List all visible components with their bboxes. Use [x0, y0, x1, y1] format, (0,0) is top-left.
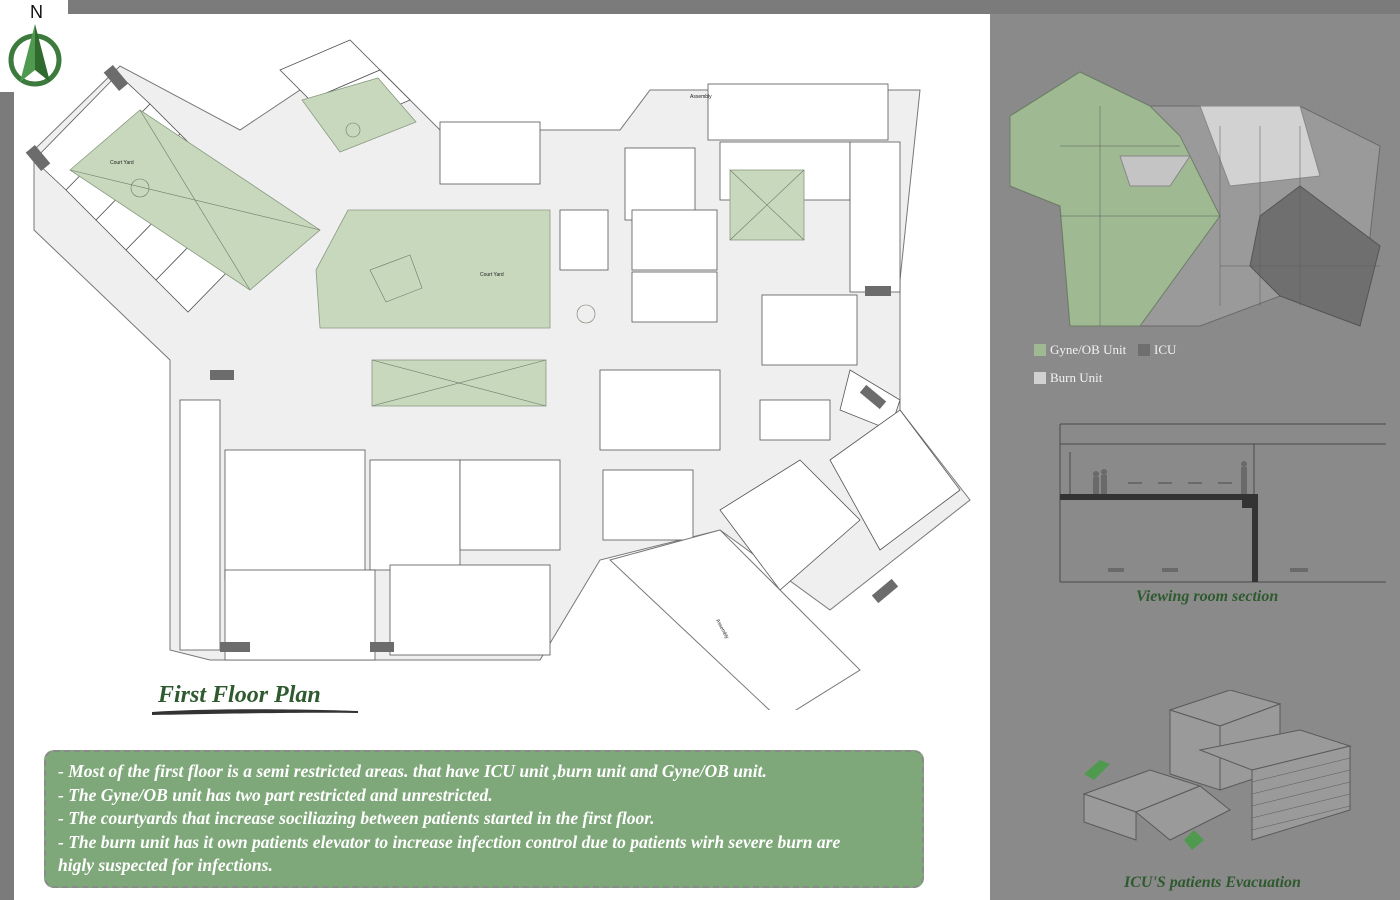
legend-swatch [1138, 344, 1150, 356]
left-border [0, 0, 14, 900]
section-caption: Viewing room section [1136, 588, 1279, 605]
legend-label: Gyne/OB Unit [1050, 342, 1127, 357]
title-underline [152, 709, 358, 715]
icu-evacuation-3d [1082, 690, 1352, 850]
note-line: - Most of the first floor is a semi rest… [58, 761, 767, 781]
north-arrow-icon [8, 24, 62, 87]
north-label: N [30, 2, 43, 22]
first-floor-plan: Assembly Court Yard Court Yard Assembly [25, 39, 971, 710]
unit-key-plan [1009, 71, 1381, 327]
note-line: - The courtyards that increase sociliazi… [58, 808, 655, 829]
assembly-top-label: Assembly [690, 94, 712, 100]
compass-panel: N [0, 0, 68, 92]
legend-swatch [1034, 344, 1046, 356]
evacuation-caption: ICU'S patients Evacuation [1124, 874, 1301, 891]
note-line: - The burn unit has it own patients elev… [58, 831, 841, 852]
legend-label: Burn Unit [1050, 370, 1103, 385]
legend-item-gyne-ob: Gyne/OB Unit [1034, 342, 1126, 358]
legend-item-burn-unit: Burn Unit [1034, 370, 1102, 386]
legend-item-icu: ICU [1138, 342, 1176, 358]
top-border [0, 0, 1400, 14]
legend-label: ICU [1154, 342, 1177, 357]
legend-swatch [1034, 372, 1046, 384]
court-yard-left-label: Court Yard [110, 160, 134, 166]
notes-box: - Most of the first floor is a semi rest… [44, 750, 924, 888]
court-yard-center-label: Court Yard [480, 272, 504, 278]
note-line: higly suspected for infections. [58, 855, 273, 876]
plan-title: First Floor Plan [158, 682, 321, 708]
note-line: - The Gyne/OB unit has two part restrict… [58, 784, 493, 805]
viewing-room-section [1059, 423, 1386, 583]
